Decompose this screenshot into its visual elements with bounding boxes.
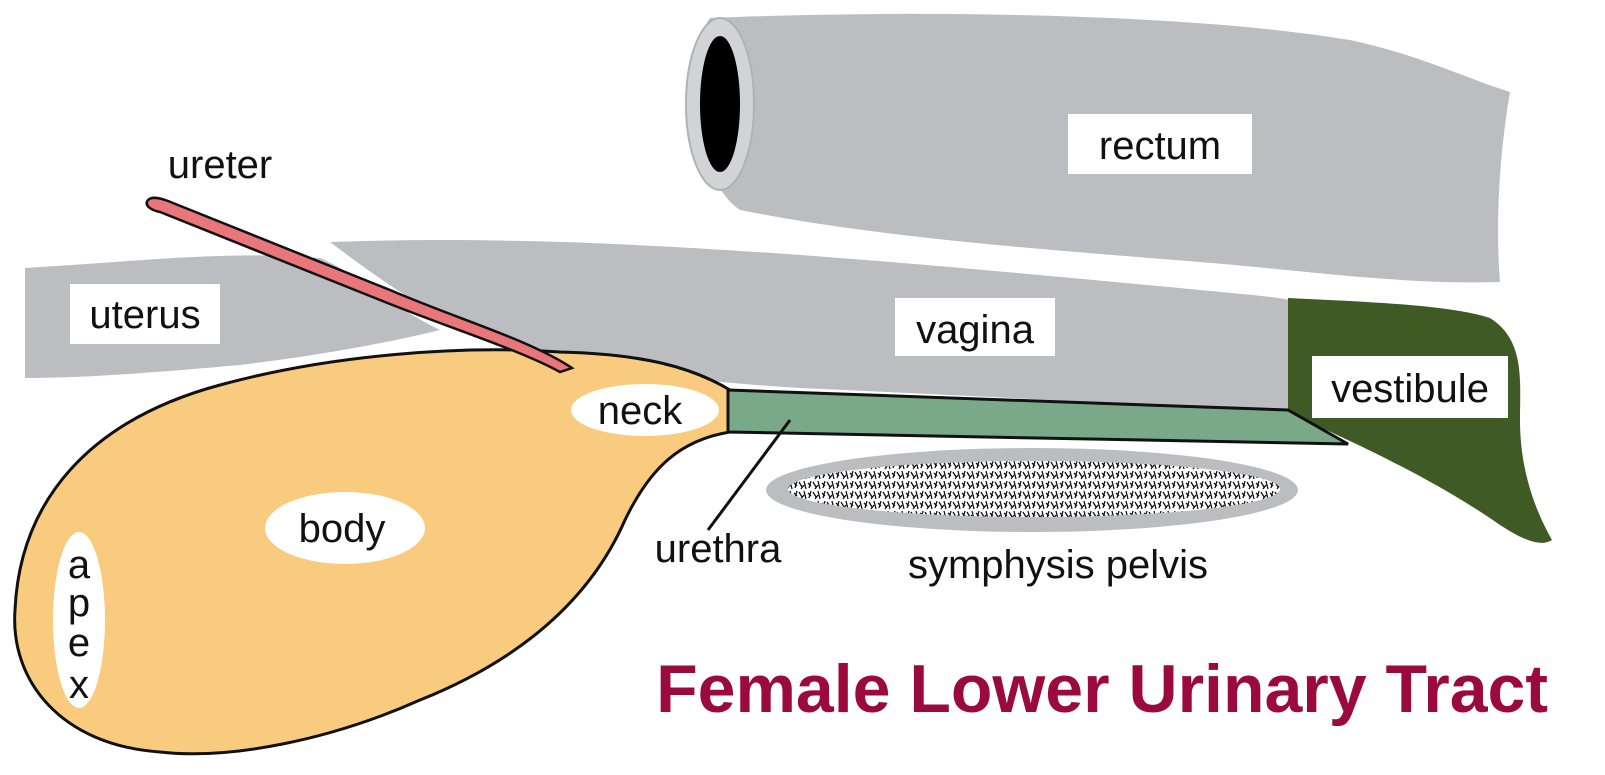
rectum-label: rectum <box>1099 124 1221 168</box>
rectum: rectum <box>686 14 1510 282</box>
symphysis-bone <box>788 461 1280 517</box>
apex-letter-x: x <box>69 663 89 707</box>
symphysis-pelvis: symphysis pelvis <box>766 448 1298 587</box>
apex-letter-p: p <box>68 581 90 625</box>
vagina-label: vagina <box>916 308 1035 352</box>
urethra-leader-line <box>708 420 790 530</box>
uterus-label: uterus <box>89 293 200 337</box>
vestibule: vestibule <box>1288 298 1552 543</box>
diagram-title: Female Lower Urinary Tract <box>656 651 1548 727</box>
apex-letter-e: e <box>68 621 90 665</box>
symphysis-label: symphysis pelvis <box>908 543 1208 587</box>
vestibule-label: vestibule <box>1331 367 1489 411</box>
bladder: neck body a p e x <box>15 350 730 754</box>
ureter-label: ureter <box>168 143 273 187</box>
neck-label: neck <box>598 389 683 433</box>
body-label: body <box>299 507 386 551</box>
urethra-label: urethra <box>655 527 782 571</box>
vestibule-shape <box>1288 298 1552 543</box>
rectum-lumen <box>700 36 740 172</box>
